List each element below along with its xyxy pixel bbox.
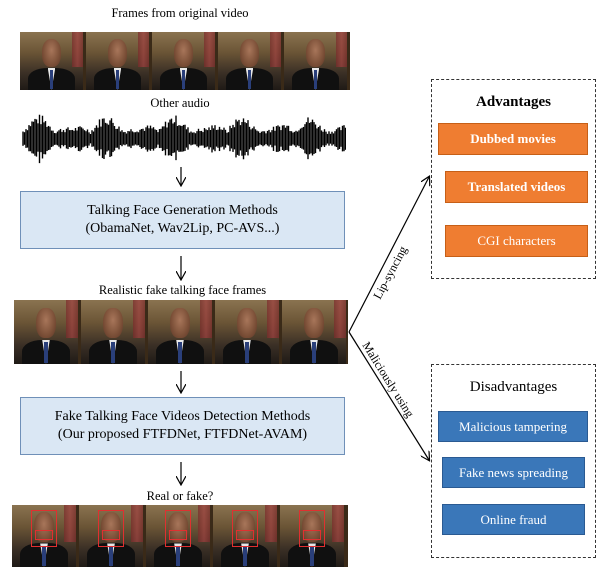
video-frame — [152, 32, 215, 90]
mouth-bounding-box — [102, 529, 120, 540]
original-frames-strip — [20, 32, 350, 90]
video-frame — [86, 32, 149, 90]
face-bounding-box — [232, 509, 258, 548]
original-frames-caption: Frames from original video — [111, 6, 249, 20]
audio-waveform — [22, 114, 346, 164]
detected-frame — [79, 505, 143, 567]
mouth-bounding-box — [35, 529, 53, 540]
arrow-to-disadvantages — [348, 331, 429, 460]
fake-frame — [81, 300, 145, 364]
mouth-bounding-box — [236, 529, 254, 540]
generation-methods-box: Talking Face Generation Methods (ObamaNe… — [20, 191, 345, 249]
fake-frame — [215, 300, 279, 364]
fake-frames-strip — [14, 300, 348, 364]
detected-frame — [280, 505, 344, 567]
detected-frame — [213, 505, 277, 567]
detection-frames-strip — [12, 505, 348, 567]
mouth-bounding-box — [303, 529, 321, 540]
advantages-panel: Advantages Dubbed movies Translated vide… — [431, 79, 596, 279]
generation-methods-examples: (ObamaNet, Wav2Lip, PC-AVS...) — [85, 221, 280, 236]
detection-methods-title: Fake Talking Face Videos Detection Metho… — [54, 409, 311, 424]
maliciously-using-label: Maliciously using — [359, 339, 417, 420]
detected-frame — [12, 505, 76, 567]
video-frame — [20, 32, 83, 90]
advantage-dubbed-movies: Dubbed movies — [438, 123, 588, 155]
face-bounding-box — [299, 509, 325, 548]
face-bounding-box — [31, 509, 57, 548]
advantages-title: Advantages — [475, 94, 551, 110]
advantage-translated-videos: Translated videos — [445, 171, 588, 203]
disadvantage-malicious-tampering: Malicious tampering — [438, 411, 588, 442]
other-audio-caption: Other audio — [150, 96, 210, 110]
detection-methods-box: Fake Talking Face Videos Detection Metho… — [20, 397, 345, 455]
face-bounding-box — [98, 509, 124, 548]
fake-frame — [14, 300, 78, 364]
disadvantage-online-fraud: Online fraud — [442, 504, 585, 535]
arrow-to-advantages — [348, 177, 429, 333]
fake-frame — [148, 300, 212, 364]
video-frame — [218, 32, 281, 90]
face-bounding-box — [165, 509, 191, 548]
generation-methods-title: Talking Face Generation Methods — [87, 203, 278, 218]
disadvantage-fake-news: Fake news spreading — [442, 457, 585, 488]
disadvantages-panel: Disadvantages Malicious tampering Fake n… — [431, 364, 596, 558]
detected-frame — [146, 505, 210, 567]
fake-frame — [282, 300, 346, 364]
real-or-fake-caption: Real or fake? — [146, 489, 214, 503]
detection-methods-examples: (Our proposed FTFDNet, FTFDNet-AVAM) — [57, 427, 308, 442]
fake-frames-caption: Realistic fake talking face frames — [98, 283, 267, 297]
disadvantages-title: Disadvantages — [469, 379, 558, 395]
advantage-cgi-characters: CGI characters — [445, 225, 588, 257]
video-frame — [284, 32, 347, 90]
mouth-bounding-box — [169, 529, 187, 540]
